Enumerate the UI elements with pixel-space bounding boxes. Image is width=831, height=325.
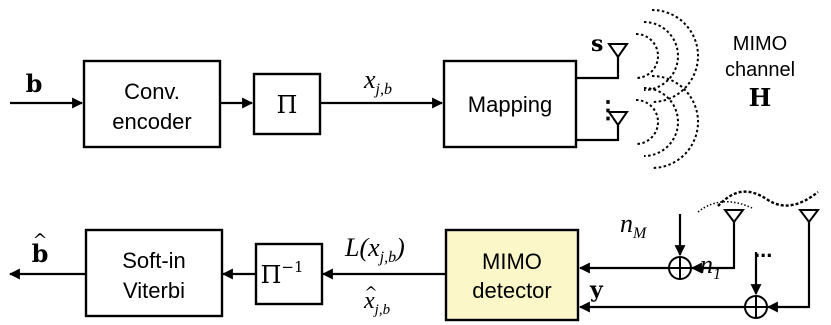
deinterleaver-symbol: Π−1 bbox=[260, 258, 303, 289]
tx-waves-icon bbox=[635, 9, 699, 169]
noise-bottom-label: n1 bbox=[700, 250, 721, 283]
adder-bottom-icon bbox=[744, 295, 768, 319]
received-vector-label: y bbox=[589, 277, 604, 303]
tx-antenna-dots: ⋮ bbox=[596, 97, 620, 124]
rx-wavefront-secondary bbox=[697, 201, 753, 213]
viterbi-decoder-block bbox=[84, 228, 224, 318]
estimate-hat: ^ bbox=[364, 283, 377, 302]
output-label: b bbox=[32, 239, 49, 268]
channel-label-line1: MIMO bbox=[733, 33, 787, 55]
rx-antenna-dots: ... bbox=[754, 237, 772, 262]
conv-encoder-line1: Conv. bbox=[124, 79, 180, 104]
output-hat: ^ bbox=[32, 230, 47, 251]
tx-antenna2-icon bbox=[607, 111, 629, 127]
mimo-detector-block bbox=[444, 228, 580, 322]
viterbi-line1: Soft-in bbox=[122, 248, 186, 273]
tx-antenna1-icon bbox=[607, 43, 629, 59]
mimo-detector-line2: detector bbox=[472, 278, 552, 303]
channel-matrix-label: H bbox=[749, 83, 772, 112]
mimo-detector-line1: MIMO bbox=[482, 249, 542, 274]
rx-antenna-m-feed bbox=[690, 222, 736, 274]
llr-label: L(xj,b) bbox=[344, 233, 405, 266]
noise-top-label: nM bbox=[620, 209, 648, 242]
rx-wavefront-icon bbox=[717, 190, 819, 207]
interleaver-symbol: Π bbox=[277, 91, 298, 119]
estimate-label: xj,b bbox=[363, 288, 391, 318]
tx-antenna2-feed bbox=[576, 125, 620, 142]
coded-bits-label: xj,b bbox=[363, 65, 392, 98]
symbol-vector-label: s bbox=[591, 31, 603, 57]
viterbi-line2: Viterbi bbox=[123, 278, 185, 303]
tx-antenna1-feed bbox=[576, 57, 620, 80]
mapping-block bbox=[442, 59, 578, 149]
rx-antenna-m-icon bbox=[723, 209, 745, 224]
conv-encoder-block bbox=[82, 59, 222, 149]
adder-top-icon bbox=[668, 256, 692, 280]
rx-antenna-1-icon bbox=[798, 209, 820, 224]
rx-antenna-1-feed bbox=[766, 222, 811, 313]
conv-encoder-line2: encoder bbox=[112, 109, 192, 134]
input-label: b bbox=[26, 69, 43, 98]
channel-label-line2: channel bbox=[725, 59, 795, 81]
mapping-label: Mapping bbox=[468, 92, 552, 117]
